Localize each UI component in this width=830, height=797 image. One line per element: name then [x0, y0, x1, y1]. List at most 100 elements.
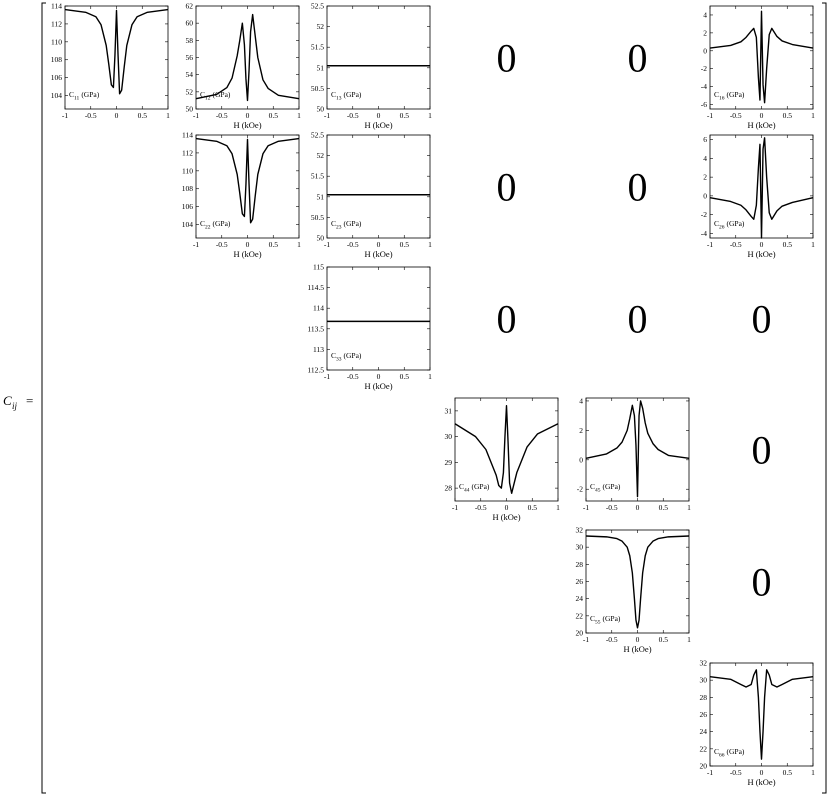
y-tick-label: 50: [317, 234, 325, 243]
x-axis-label: H (kOe): [623, 644, 651, 654]
y-tick-label: 26: [576, 577, 584, 586]
y-tick-label: 2: [703, 28, 707, 37]
panel-label-sub: 13: [336, 96, 342, 102]
x-tick-label: -1: [193, 240, 199, 249]
panel-label-unit: (GPa): [472, 482, 490, 491]
y-tick-label: 106: [182, 202, 194, 211]
x-tick-label: 0.5: [659, 635, 669, 644]
cij-main: C: [3, 393, 12, 408]
y-tick-label: 29: [445, 458, 453, 467]
x-tick-label: -0.5: [606, 503, 618, 512]
x-tick-label: 0: [636, 635, 640, 644]
series-line-c44: [454, 405, 559, 494]
panel-label-sub: 55: [595, 620, 601, 626]
y-tick-label: 104: [51, 91, 63, 100]
series-line-c45: [585, 400, 690, 498]
panel-label-sub: 26: [719, 225, 725, 231]
x-tick-label: 1: [428, 240, 432, 249]
panel-label-main: C: [714, 219, 719, 228]
x-tick-label: -0.5: [606, 635, 618, 644]
panel-label-c22: C22(GPa): [200, 219, 231, 231]
x-tick-label: -0.5: [475, 503, 487, 512]
y-tick-label: -4: [701, 82, 707, 91]
x-tick-label: 0: [377, 240, 381, 249]
x-axis-label: H (kOe): [747, 120, 775, 130]
x-tick-label: 0.5: [269, 111, 279, 120]
x-tick-label: 0.5: [138, 111, 148, 120]
x-tick-label: 0: [246, 111, 250, 120]
panel-label-unit: (GPa): [727, 219, 745, 228]
y-tick-label: 28: [700, 693, 708, 702]
right-bracket: [822, 2, 827, 794]
x-tick-label: 0.5: [400, 240, 410, 249]
y-tick-label: 26: [700, 710, 708, 719]
x-tick-label: 0: [760, 240, 764, 249]
y-tick-label: 22: [700, 744, 708, 753]
y-tick-label: 2: [579, 426, 583, 435]
y-tick-label: 32: [576, 526, 584, 535]
x-tick-label: 0.5: [269, 240, 279, 249]
series-line-c22: [195, 137, 300, 224]
y-tick-label: 50.5: [311, 84, 324, 93]
series-line-c16: [709, 10, 814, 104]
panel-label-main: C: [459, 482, 464, 491]
y-tick-label: 113.5: [307, 324, 324, 333]
y-tick-label: 52: [317, 22, 325, 31]
y-tick-label: 113: [313, 345, 324, 354]
y-tick-label: 24: [576, 594, 584, 603]
y-tick-label: -2: [577, 485, 583, 494]
panel-label-sub: 45: [595, 488, 601, 494]
panel-label-main: C: [331, 219, 336, 228]
zero-entry-r2-c5: 0: [628, 165, 648, 210]
panel-label-main: C: [714, 90, 719, 99]
left-bracket: [41, 2, 46, 794]
panel-label-sub: 33: [336, 357, 342, 363]
zero-entry-r1-c4: 0: [497, 36, 517, 81]
y-tick-label: 24: [700, 727, 708, 736]
y-tick-label: 50.5: [311, 213, 324, 222]
panel-label-c44: C44(GPa): [459, 482, 490, 494]
x-tick-label: 1: [687, 635, 691, 644]
panel-label-c11: C11(GPa): [69, 90, 100, 102]
x-axis-label: H (kOe): [492, 512, 520, 522]
y-tick-label: 0: [703, 46, 707, 55]
panel-label-main: C: [200, 219, 205, 228]
panel-label-c13: C13(GPa): [331, 90, 362, 102]
panel-label-unit: (GPa): [603, 614, 621, 623]
panel-label-main: C: [331, 351, 336, 360]
panel-label-c16: C16(GPa): [714, 90, 745, 102]
y-tick-label: -2: [701, 210, 707, 219]
x-tick-label: 1: [428, 372, 432, 381]
y-tick-label: 104: [182, 220, 194, 229]
x-tick-label: 0: [636, 503, 640, 512]
y-tick-label: 0: [703, 191, 707, 200]
x-tick-label: 1: [556, 503, 560, 512]
x-tick-label: 1: [811, 768, 815, 777]
x-tick-label: 0: [377, 372, 381, 381]
zero-entry-r5-c6: 0: [752, 560, 772, 605]
x-axis-label: H (kOe): [233, 120, 261, 130]
x-tick-label: -0.5: [730, 768, 742, 777]
y-tick-label: 108: [51, 55, 63, 64]
x-tick-label: -1: [324, 111, 330, 120]
y-tick-label: 0: [579, 455, 583, 464]
y-tick-label: 51: [317, 192, 325, 201]
y-tick-label: 30: [445, 432, 453, 441]
y-tick-label: 54: [186, 70, 194, 79]
y-tick-label: 32: [700, 659, 708, 668]
y-tick-label: 6: [703, 135, 707, 144]
panel-label-c55: C55(GPa): [590, 614, 621, 626]
x-tick-label: -1: [62, 111, 68, 120]
x-tick-label: -1: [583, 635, 589, 644]
panel-label-main: C: [331, 90, 336, 99]
cij-symbol: C ij =: [3, 393, 33, 411]
panel-label-sub: 23: [336, 225, 342, 231]
